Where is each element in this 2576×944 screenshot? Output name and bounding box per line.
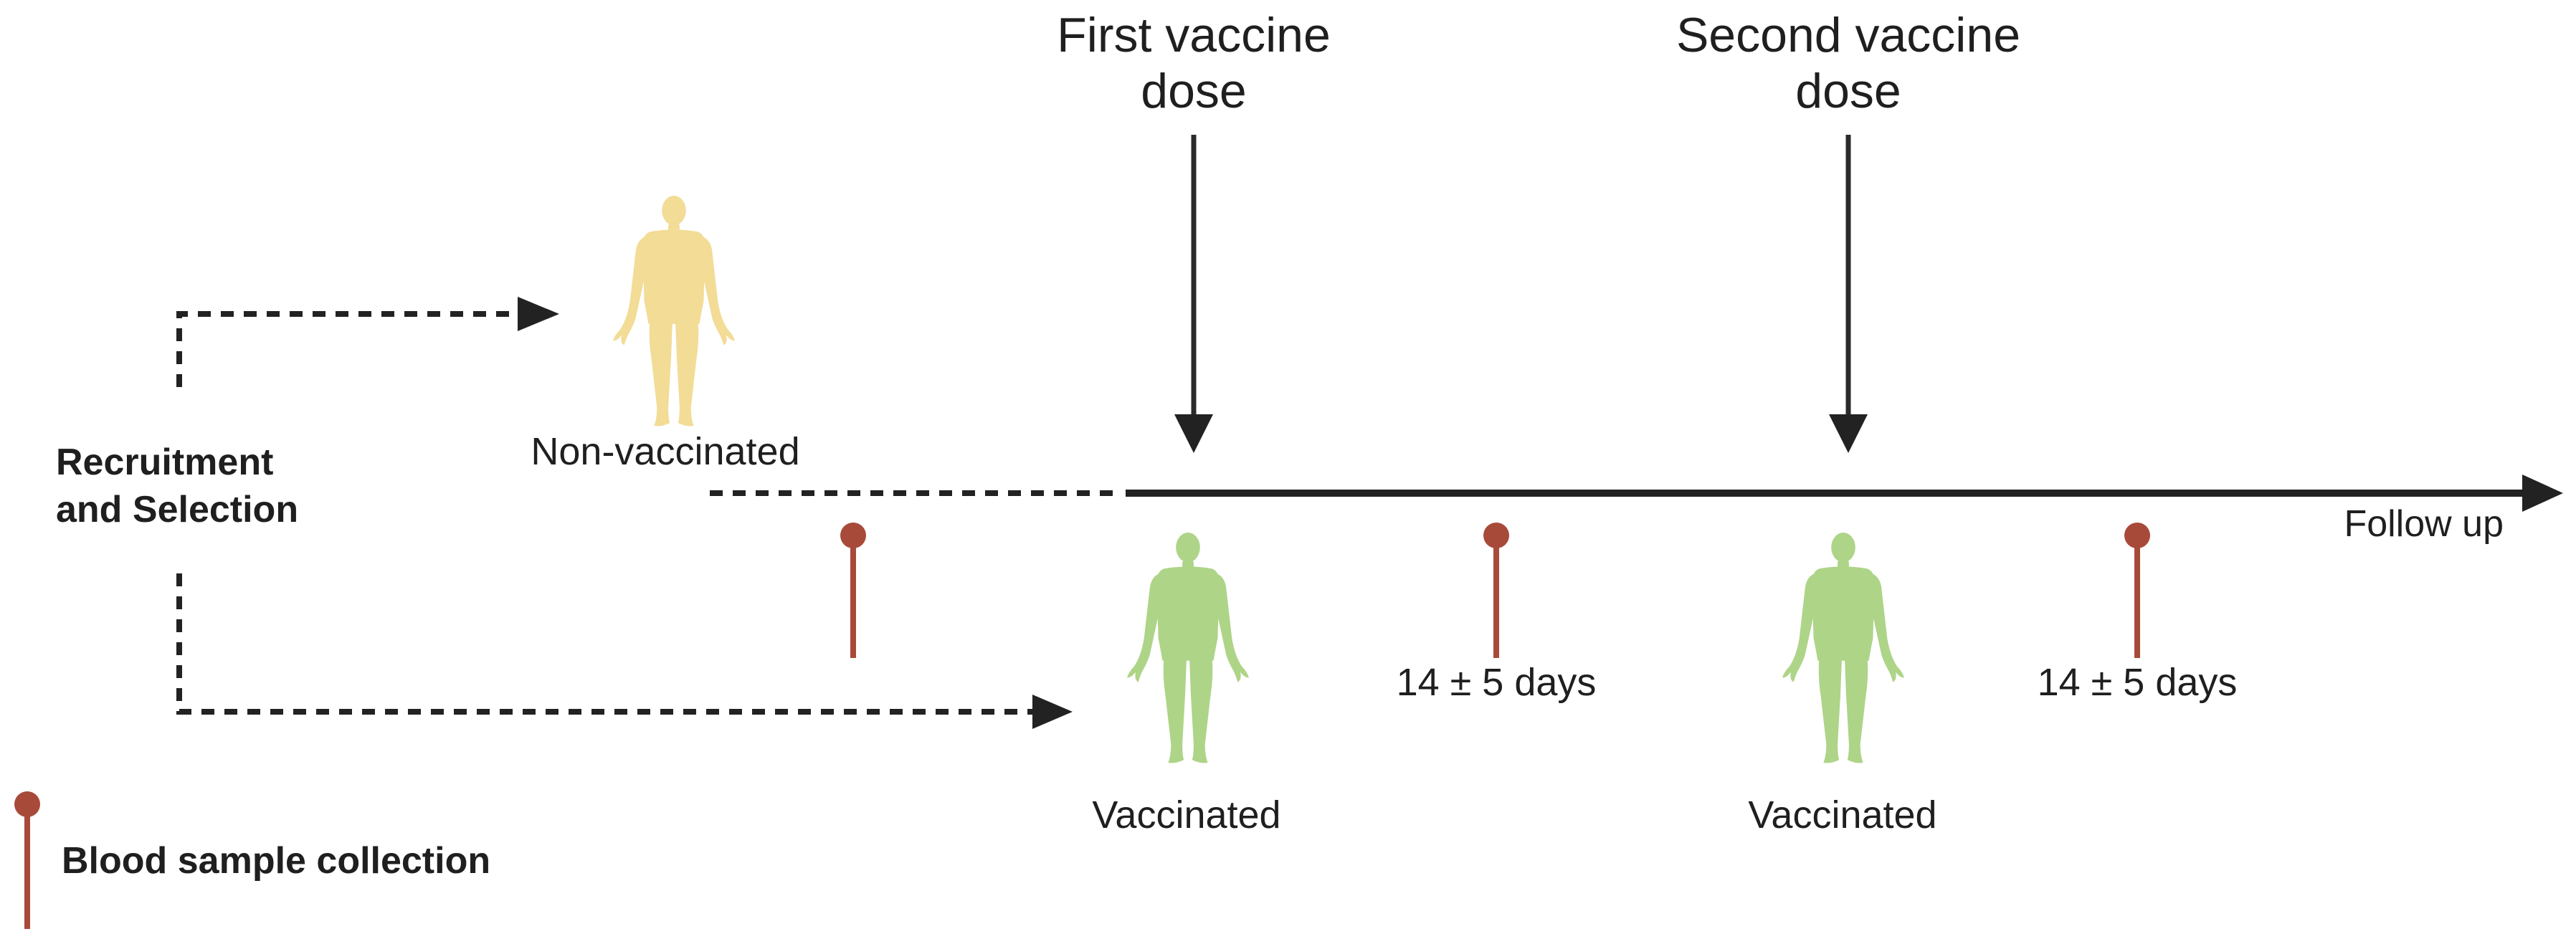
first-dose-arrow-head [1174, 414, 1213, 453]
pin-head-icon [840, 523, 866, 548]
first-dose-arrow [1174, 135, 1213, 453]
interval-label-after-second: 14 ± 5 days [2038, 661, 2238, 704]
vaccinated-person-icon-first [1127, 532, 1249, 763]
recruitment-path-lower-arrowhead [1032, 695, 1073, 729]
non-vaccinated-label: Non-vaccinated [531, 430, 799, 473]
pin-head-icon [1483, 523, 1509, 548]
recruitment-path-lower-line [176, 573, 1032, 715]
legend: Blood sample collection [14, 791, 490, 929]
recruitment-path-upper-arrowhead [518, 297, 559, 331]
second-dose-arrow [1829, 135, 1868, 453]
first-dose-label-line1: First vaccine [1057, 8, 1331, 62]
second-dose-label-line2: dose [1795, 64, 1901, 118]
blood-sample-pin-after-first [1483, 523, 1509, 658]
vaccinated-label-second: Vaccinated [1748, 793, 1936, 836]
timeline-arrowhead [2522, 475, 2563, 512]
first-dose-label-line2: dose [1141, 64, 1246, 118]
follow-up-label: Follow up [2344, 503, 2504, 545]
second-dose-arrow-head [1829, 414, 1868, 453]
legend-blood-sample-label: Blood sample collection [62, 840, 490, 882]
recruitment-label-line1: Recruitment [56, 442, 273, 483]
interval-label-after-first: 14 ± 5 days [1397, 661, 1597, 704]
pin-head-icon [2124, 523, 2150, 548]
vaccinated-label-first: Vaccinated [1092, 793, 1280, 836]
blood-sample-pin-after-second [2124, 523, 2150, 658]
non-vaccinated-person-icon [613, 195, 735, 426]
recruitment-path-lower [176, 573, 1073, 729]
timeline [710, 475, 2563, 512]
recruitment-path-upper-line [176, 311, 516, 387]
blood-sample-pin-baseline [840, 523, 866, 658]
recruitment-label-line2: and Selection [56, 489, 298, 530]
recruitment-path-upper [176, 297, 559, 387]
vaccinated-person-icon-second [1782, 532, 1904, 763]
second-dose-label-line1: Second vaccine [1676, 8, 2020, 62]
legend-pin-icon [14, 791, 40, 817]
